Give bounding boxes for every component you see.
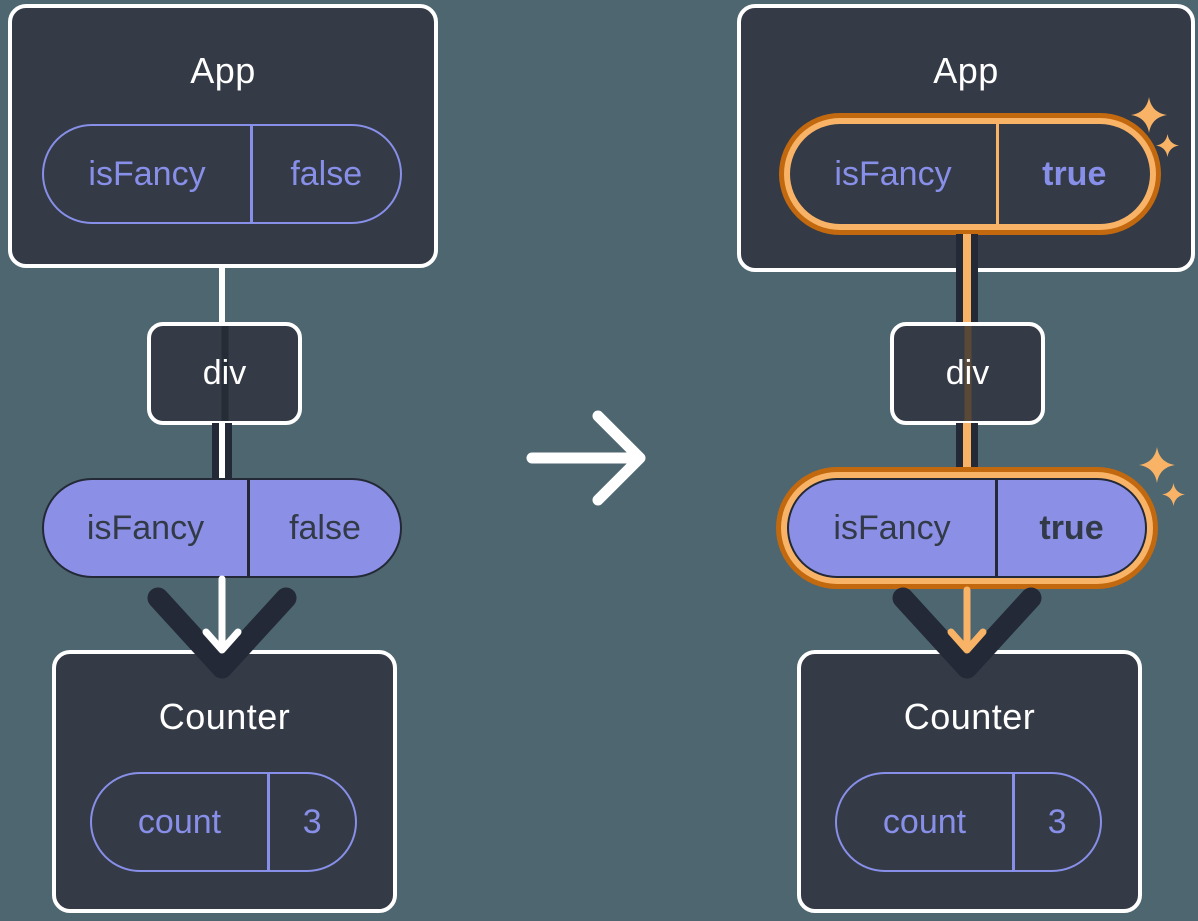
pill-divider [267, 774, 270, 870]
passed-prop-pill-before: isFancy false [42, 478, 402, 578]
passed-prop-pill-after: isFancy true [787, 478, 1147, 578]
prop-flow-arrow-after [892, 586, 1042, 679]
arrow-right-icon [526, 410, 646, 506]
sparkle-icon [1139, 447, 1175, 483]
prop-name: isFancy [86, 508, 205, 547]
state-value: 3 [1047, 802, 1067, 841]
app-component-box-after: App isFancy true [737, 4, 1195, 272]
pill-divider [995, 480, 998, 576]
state-name: count [882, 802, 967, 841]
component-title: Counter [903, 696, 1036, 737]
pill-divider [996, 124, 999, 224]
div-element-box-before: div [147, 322, 302, 425]
div-element-box-after: div [890, 322, 1045, 425]
prop-name: isFancy [833, 508, 951, 547]
prop-connector-core-highlighted [963, 234, 971, 324]
state-pill-highlighted: isFancy true [790, 124, 1150, 224]
prop-pass-through-line [964, 326, 971, 421]
sparkle-icon [1156, 134, 1179, 157]
state-value: false [290, 154, 363, 193]
state-name: count [137, 802, 222, 841]
state-value: true [1042, 154, 1107, 193]
component-title: App [190, 50, 256, 91]
pill-divider [1012, 774, 1015, 870]
component-title: Counter [158, 696, 291, 737]
element-label: div [202, 354, 247, 392]
sparkle-icon [1162, 483, 1185, 506]
prop-connector-core-highlighted [963, 423, 971, 471]
prop-pass-through-line [221, 326, 228, 421]
prop-value: false [289, 508, 361, 547]
element-label: div [945, 354, 990, 392]
prop-value: true [1039, 508, 1104, 547]
app-component-box-before: App isFancy false [8, 4, 438, 268]
sparkle-icon [1131, 97, 1167, 133]
counter-component-box-before: Counter count 3 [52, 650, 397, 913]
state-value: 3 [302, 802, 322, 841]
prop-connector-core [219, 423, 225, 480]
prop-connector-line [219, 266, 225, 324]
component-title: App [933, 50, 999, 91]
state-name: isFancy [88, 154, 206, 193]
state-pill: count 3 [835, 772, 1102, 872]
state-pill: isFancy false [42, 124, 402, 224]
prop-flow-arrow-before [147, 575, 297, 679]
state-name: isFancy [834, 154, 952, 193]
pill-divider [247, 480, 250, 576]
pill-divider [250, 126, 253, 222]
counter-component-box-after: Counter count 3 [797, 650, 1142, 913]
state-pill: count 3 [90, 772, 357, 872]
